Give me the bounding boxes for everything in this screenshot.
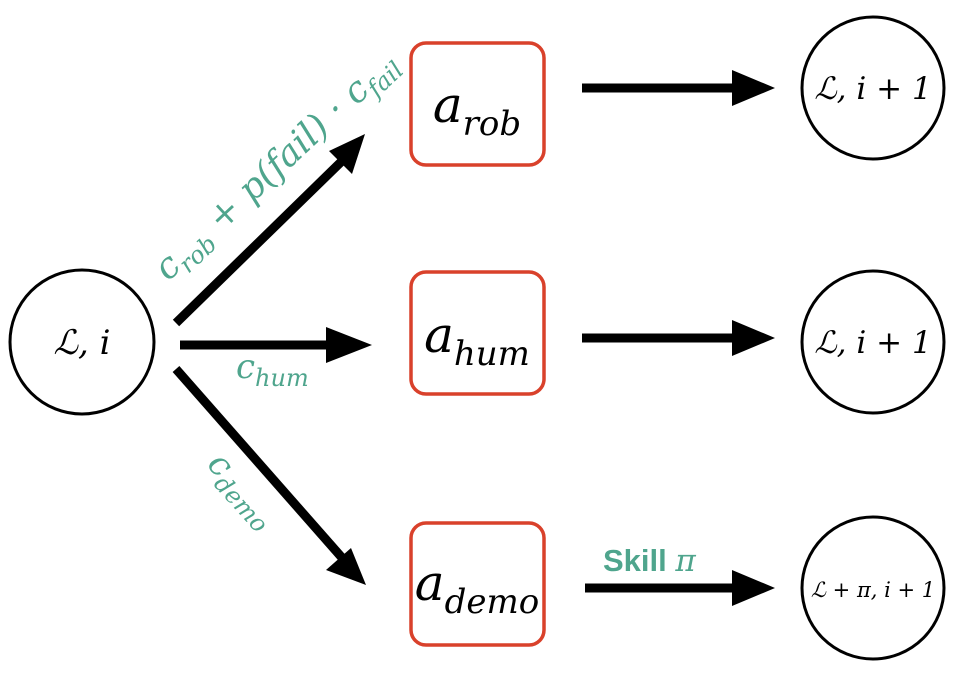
edge-start-to-hum <box>180 327 372 363</box>
state-node-next-rob: ℒ, i + 1 <box>800 15 946 161</box>
state-node-next-demo: ℒ + π, i + 1 <box>800 515 946 661</box>
action-subscript: rob <box>463 104 522 144</box>
svg-text:ℒ, i + 1: ℒ, i + 1 <box>814 325 931 361</box>
svg-text:ahum: ahum <box>424 306 530 374</box>
edge-start-to-rob <box>172 134 365 327</box>
state-node-start: ℒ, i <box>8 268 156 416</box>
action-box-demo: ademo <box>409 521 546 647</box>
cost-label-hum: chum <box>236 347 309 392</box>
svg-text:ademo: ademo <box>415 554 539 622</box>
state-index: , i + 1 <box>837 325 932 361</box>
script-l-symbol: ℒ <box>814 325 837 361</box>
edge-demo-to-next <box>585 570 775 606</box>
skill-text: Skill <box>603 543 675 578</box>
script-l-symbol: ℒ <box>814 71 837 107</box>
cost-subscript: demo <box>208 470 273 538</box>
script-l-symbol: ℒ <box>811 578 827 602</box>
cost-label-demo: cdemo <box>196 444 287 538</box>
action-box-hum: ahum <box>409 270 546 396</box>
svg-text:ℒ + π, i + 1: ℒ + π, i + 1 <box>811 578 935 602</box>
action-box-rob: arob <box>409 41 546 167</box>
svg-text:arob: arob <box>433 76 521 144</box>
pi-symbol: π <box>674 543 696 579</box>
script-l-symbol: ℒ <box>54 323 80 363</box>
edge-rob-to-next <box>582 70 775 106</box>
cost-subscript: hum <box>255 364 309 392</box>
action-symbol: a <box>415 554 445 612</box>
action-subscript: demo <box>445 582 540 622</box>
state-index: + π, i + 1 <box>826 578 935 602</box>
skill-label: Skill π <box>603 543 696 579</box>
action-subscript: hum <box>454 334 530 374</box>
svg-text:ℒ, i: ℒ, i <box>54 323 111 363</box>
state-index: , i + 1 <box>837 71 932 107</box>
action-symbol: a <box>433 76 463 134</box>
action-symbol: a <box>424 306 454 364</box>
state-node-next-hum: ℒ, i + 1 <box>800 269 946 415</box>
state-index: , i <box>78 323 111 363</box>
edge-start-to-demo <box>172 366 366 585</box>
cost-label-rob: crob + p(fail) · cfail <box>146 43 409 293</box>
cost-symbol: c <box>236 347 255 387</box>
svg-text:ℒ, i + 1: ℒ, i + 1 <box>814 71 931 107</box>
edge-hum-to-next <box>582 320 775 356</box>
